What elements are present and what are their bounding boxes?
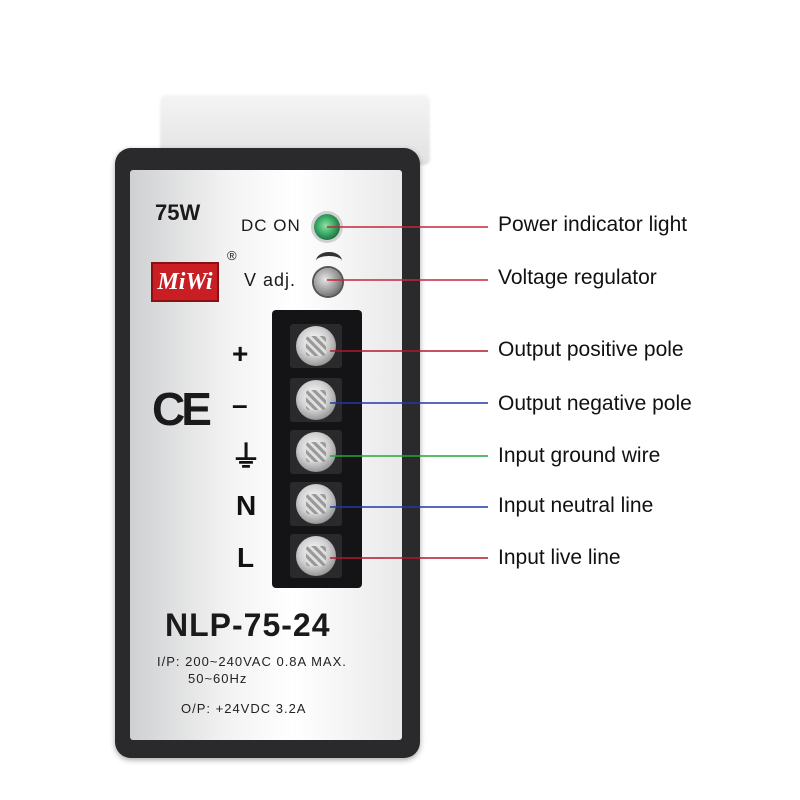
terminal-positive[interactable] [290, 324, 342, 368]
terminal-symbol-positive: + [232, 338, 249, 369]
terminal-ground[interactable] [290, 430, 342, 474]
callout-voltage-regulator: Voltage regulator [498, 266, 657, 289]
screw-icon [296, 536, 336, 576]
voltage-adjust-label: V adj. [244, 270, 297, 290]
screw-icon [296, 380, 336, 420]
callout-power-indicator-light: Power indicator light [498, 213, 688, 236]
terminal-neutral[interactable] [290, 482, 342, 526]
frequency-spec: 50~60Hz [188, 671, 248, 686]
dc-on-label: DC ON [241, 216, 301, 235]
adjust-arc-icon [316, 252, 342, 270]
output-spec: O/P: +24VDC 3.2A [181, 701, 307, 716]
callout-input-live-line: Input live line [498, 546, 621, 569]
callout-input-ground-wire: Input ground wire [498, 444, 661, 467]
callout-input-neutral-line: Input neutral line [498, 494, 654, 517]
terminal-symbol-live: L [237, 542, 255, 573]
screw-icon [296, 432, 336, 472]
model-number: NLP-75-24 [165, 607, 331, 643]
voltage-regulator-knob[interactable] [314, 268, 342, 296]
screw-icon [296, 484, 336, 524]
terminal-negative[interactable] [290, 378, 342, 422]
input-spec: I/P: 200~240VAC 0.8A MAX. [157, 654, 347, 669]
brand-logo: MiWi [151, 262, 219, 302]
wattage-label: 75W [155, 200, 201, 225]
terminal-block [272, 310, 362, 588]
callout-output-negative-pole: Output negative pole [498, 392, 692, 415]
ce-mark: CE [152, 383, 212, 435]
terminal-symbol-negative: – [232, 389, 248, 420]
ground-icon: ⏚ [231, 441, 261, 474]
terminal-live[interactable] [290, 534, 342, 578]
terminal-symbol-neutral: N [236, 490, 257, 521]
registered-mark: ® [227, 248, 237, 263]
screw-icon [296, 326, 336, 366]
callout-output-positive-pole: Output positive pole [498, 338, 684, 361]
